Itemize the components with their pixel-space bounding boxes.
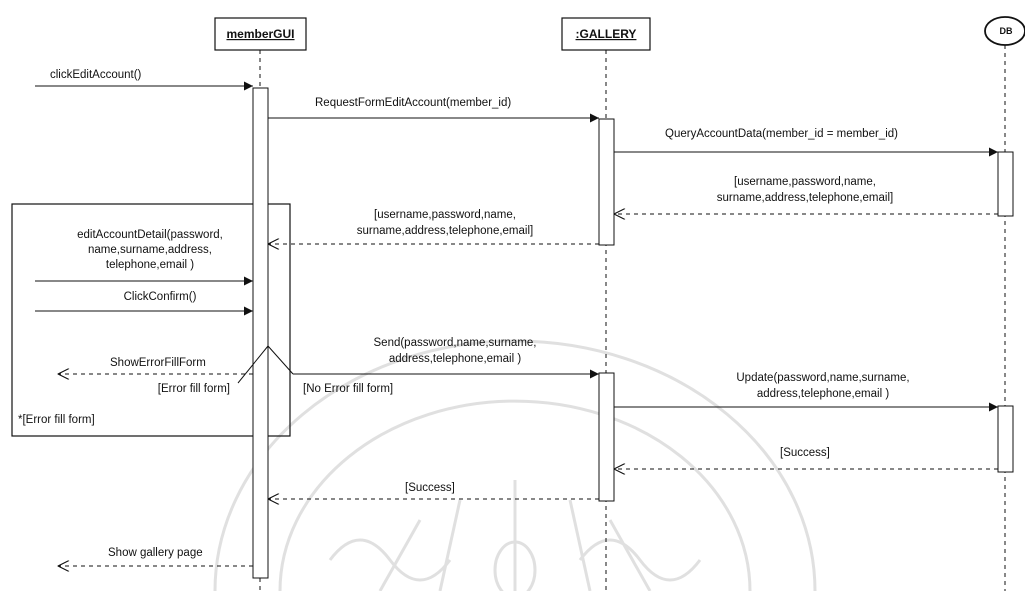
svg-text:[username,password,name,: [username,password,name, [734,176,876,188]
svg-text:[Success]: [Success] [405,482,455,494]
message-db-return-account: [username,password,name, surname,address… [614,176,998,214]
message-click-edit-account: clickEditAccount() [35,69,253,91]
message-show-error: ShowErrorFillForm [Error fill form] [58,357,253,395]
participant-gallery-label: :GALLERY [576,27,637,41]
loop-fragment [11,203,291,437]
svg-text:[Success]: [Success] [780,447,830,459]
message-success-db: [Success] [614,447,998,469]
svg-text:QueryAccountData(member_id = m: QueryAccountData(member_id = member_id) [665,128,898,140]
svg-text:name,surname,address,: name,surname,address, [88,244,212,256]
activation-db-2 [997,405,1014,473]
svg-text:surname,address,telephone,emai: surname,address,telephone,email] [357,225,533,237]
svg-text:clickEditAccount(): clickEditAccount() [50,69,142,81]
svg-text:Update(password,name,surname,: Update(password,name,surname, [736,372,909,384]
activation-membergui [252,87,269,579]
message-query-account: QueryAccountData(member_id = member_id) [614,128,998,157]
svg-text:editAccountDetail(password,: editAccountDetail(password, [77,229,223,241]
branch-divider-line [237,345,269,384]
svg-text:address,telephone,email ): address,telephone,email ) [757,388,889,400]
branch-divider-line-2 [267,345,294,375]
svg-text:ShowErrorFillForm: ShowErrorFillForm [110,357,206,369]
svg-text:Show gallery page: Show gallery page [108,547,203,559]
message-edit-account-detail: editAccountDetail(password, name,surname… [35,229,253,286]
activation-gallery-1 [598,118,615,246]
participant-gallery: :GALLERY [561,17,651,51]
activation-gallery-2 [598,372,615,502]
watermark-emblem [213,339,817,591]
message-success-gallery: [Success] [268,482,599,499]
activation-db-1 [997,151,1014,217]
participant-db: DB [984,16,1025,46]
message-request-form: RequestFormEditAccount(member_id) [268,97,599,123]
svg-text:Send(password,name,surname,: Send(password,name,surname, [374,337,537,349]
loop-guard: *[Error fill form] [18,414,95,426]
svg-text:[username,password,name,: [username,password,name, [374,209,516,221]
svg-text:[Error fill form]: [Error fill form] [158,383,230,395]
participant-membergui: memberGUI [214,17,307,51]
participant-membergui-label: memberGUI [226,27,294,41]
participant-db-label: DB [1000,26,1013,36]
svg-text:telephone,email ): telephone,email ) [106,259,194,271]
svg-text:address,telephone,email ): address,telephone,email ) [389,353,521,365]
svg-text:[No Error fill form]: [No Error fill form] [303,383,393,395]
message-click-confirm: ClickConfirm() [35,291,253,316]
svg-text:ClickConfirm(): ClickConfirm() [124,291,197,303]
svg-text:RequestFormEditAccount(member_: RequestFormEditAccount(member_id) [315,97,511,109]
message-update: Update(password,name,surname, address,te… [614,372,998,412]
message-show-gallery-page: Show gallery page [58,547,253,566]
message-gallery-return-account: [username,password,name, surname,address… [268,209,599,244]
svg-text:surname,address,telephone,emai: surname,address,telephone,email] [717,192,893,204]
message-send-data: Send(password,name,surname, address,tele… [293,337,599,395]
